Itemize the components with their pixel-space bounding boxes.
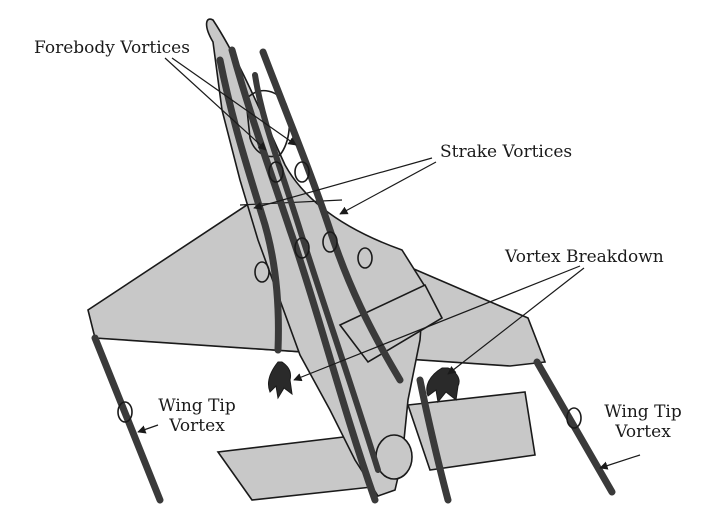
forebody-vortex-core-left: [216, 56, 282, 354]
label-wing-tip-vortex-left-line1: Wing Tip: [158, 396, 236, 416]
leader-strake-2: [339, 161, 437, 215]
label-strake-vortices: Strake Vortices: [440, 142, 573, 162]
swirl-marker: [294, 237, 310, 259]
vertical-fin: [338, 283, 444, 364]
label-wing-tip-vortex-right-line1: Wing Tip: [604, 402, 682, 422]
leader-forebody-2: [171, 57, 297, 146]
swirl-marker: [322, 231, 338, 253]
label-wing-tip-vortex-right-line2: Vortex: [615, 422, 671, 442]
leader-wingtip-left: [137, 424, 159, 434]
swirl-marker: [117, 401, 133, 423]
wing-tip-vortex-core-left: [91, 334, 164, 504]
label-wing-tip-vortex-left: Wing Tip Vortex: [152, 396, 242, 436]
leader-breakdown-1: [293, 265, 581, 382]
leader-strake-1: [253, 157, 433, 210]
leader-forebody-1: [164, 57, 267, 151]
vortex-core-aft: [416, 376, 452, 504]
exhaust-nozzle: [375, 434, 413, 480]
label-wing-tip-vortex-left-line2: Vortex: [169, 416, 225, 436]
label-vortex-breakdown: Vortex Breakdown: [505, 247, 664, 267]
swirl-marker: [357, 247, 373, 269]
leader-breakdown-2: [447, 267, 585, 375]
canopy: [245, 89, 291, 158]
label-forebody-vortices: Forebody Vortices: [34, 38, 190, 58]
tail-plane-right: [406, 391, 536, 471]
vortex-breakdown-burst-right: [426, 367, 460, 404]
swirl-marker: [294, 161, 310, 183]
swirl-marker: [566, 407, 582, 429]
swirl-marker: [268, 161, 284, 183]
strake-vortex-core-right: [259, 48, 404, 384]
label-wing-tip-vortex-right: Wing Tip Vortex: [598, 402, 688, 442]
wing-tip-vortex-core-right: [533, 358, 616, 496]
vortex-breakdown-burst-left: [267, 361, 293, 400]
swirl-marker: [254, 261, 270, 283]
strake-vortex-core-left: [252, 72, 381, 473]
leader-wingtip-right: [599, 454, 641, 470]
